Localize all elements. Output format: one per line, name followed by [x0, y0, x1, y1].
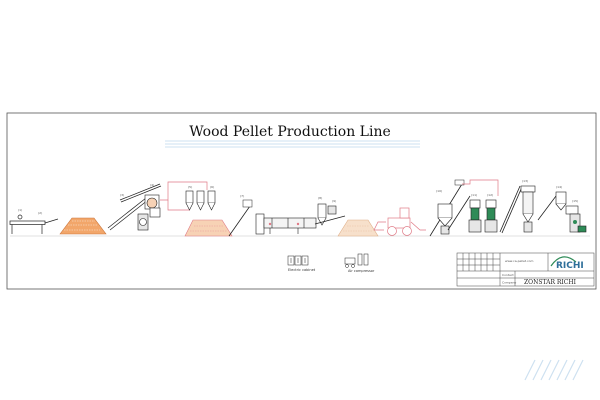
title-block-website: www.ca-pellet.com — [505, 259, 533, 263]
label-12: (12) — [487, 193, 493, 197]
pellet-cooler — [520, 185, 536, 233]
pink-pipeline — [160, 181, 208, 211]
electric-cabinet-icon — [287, 255, 309, 266]
label-4: (4) — [150, 183, 154, 187]
electric-cabinet-label: Electric cabinet — [288, 268, 316, 272]
rotary-dryer — [255, 213, 317, 235]
label-2: (2) — [38, 211, 42, 215]
watermark-hatch — [524, 359, 584, 381]
dryer-cyclone — [314, 203, 346, 226]
inclined-conveyor — [107, 183, 162, 231]
packing-machine — [537, 191, 587, 233]
mill-feeder — [447, 195, 471, 231]
crusher — [137, 194, 161, 231]
crushed-material-pile — [184, 219, 233, 237]
air-compressor-icon — [344, 253, 369, 268]
label-9: (9) — [332, 199, 336, 203]
richi-logo: RICHI — [550, 256, 584, 271]
screw-feeder — [228, 199, 253, 237]
dried-material-pile — [337, 219, 379, 237]
label-10: (10) — [436, 189, 442, 193]
raw-material-pile — [59, 217, 107, 235]
pellet-mill-a — [468, 199, 482, 233]
title-underline — [165, 140, 420, 148]
cyclone-group — [185, 190, 216, 211]
drawing-frame — [6, 112, 597, 290]
label-6: (6) — [210, 185, 214, 189]
label-11: (11) — [471, 193, 477, 197]
title-block-company-name: ZONSTAR RICHI — [524, 279, 577, 286]
label-1: (1) — [18, 208, 22, 212]
logo-wordmark: RICHI — [556, 261, 584, 271]
title-block-contact-label: Contact — [502, 273, 514, 277]
wheel-loader — [373, 207, 426, 236]
label-14: (14) — [556, 185, 562, 189]
buffer-bin — [437, 203, 453, 235]
label-8: (8) — [318, 196, 322, 200]
label-7: (7) — [240, 194, 244, 198]
title-block-company-label: Company — [502, 281, 516, 285]
label-15: (15) — [572, 199, 578, 203]
pellet-mill-b — [484, 199, 498, 233]
label-3: (3) — [120, 193, 124, 197]
label-13: (13) — [522, 179, 528, 183]
pellet-conveyor — [499, 185, 523, 234]
diagram-title: Wood Pellet Production Line — [189, 124, 391, 140]
air-compressor-label: Air compressor — [348, 269, 375, 273]
pink-pipeline-2 — [462, 179, 499, 196]
infeed-conveyor — [9, 214, 59, 234]
label-5: (5) — [188, 185, 192, 189]
